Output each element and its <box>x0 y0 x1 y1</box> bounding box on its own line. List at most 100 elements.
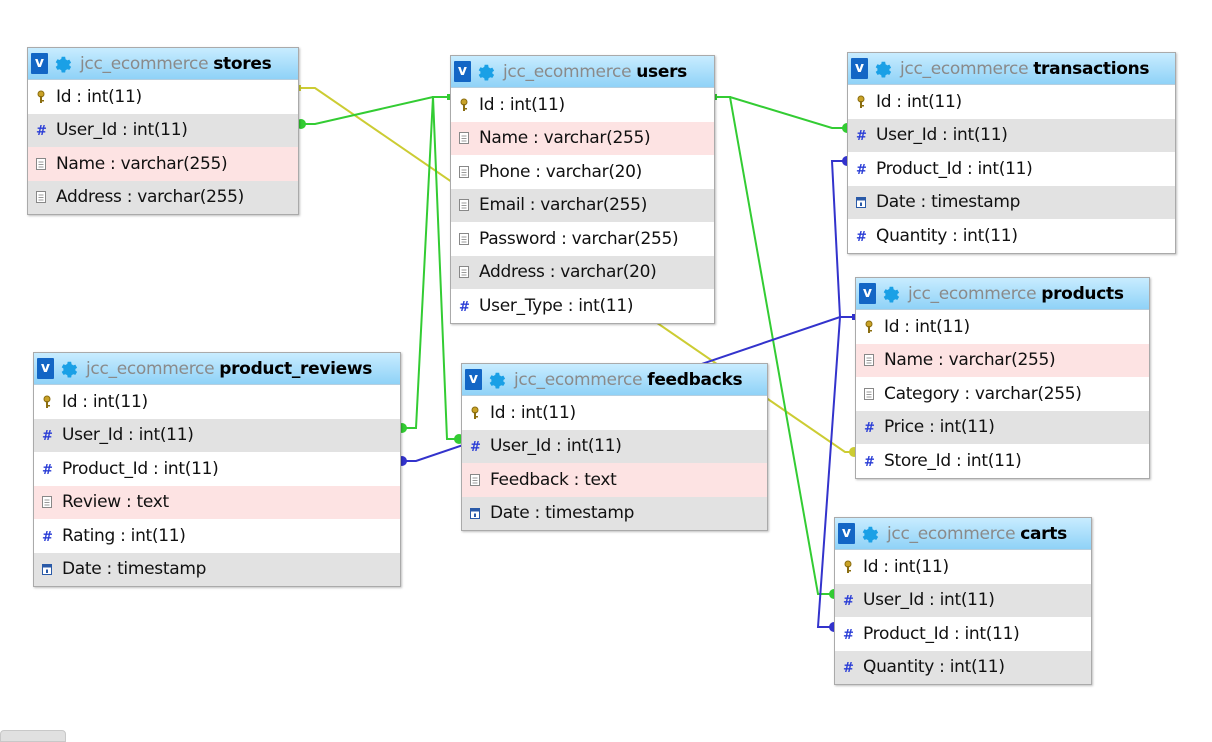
column-row[interactable]: #Store_Id : int(11) <box>856 444 1149 478</box>
table-header[interactable]: v jcc_ecommerce transactions <box>848 53 1175 85</box>
table-name[interactable]: stores <box>213 53 272 74</box>
toggle-columns-button[interactable]: v <box>31 53 48 74</box>
svg-text:#: # <box>470 440 481 453</box>
column-row[interactable]: #User_Type : int(11) <box>451 289 714 323</box>
column-label: Store_Id : int(11) <box>884 450 1022 471</box>
gear-icon[interactable] <box>880 284 902 304</box>
key-icon <box>458 98 470 112</box>
column-label: Category : varchar(255) <box>884 383 1082 404</box>
column-row[interactable]: Date : timestamp <box>462 496 767 530</box>
column-label: Price : int(11) <box>884 417 995 438</box>
column-row[interactable]: #User_Id : int(11) <box>462 429 767 463</box>
column-row[interactable]: Id : int(11) <box>462 396 767 430</box>
text-icon <box>458 232 470 246</box>
column-row[interactable]: Id : int(11) <box>451 88 714 122</box>
table-header[interactable]: v jcc_ecommerce feedbacks <box>462 364 767 396</box>
toggle-columns-button[interactable]: v <box>851 58 868 79</box>
column-row[interactable]: Address : varchar(255) <box>28 180 298 214</box>
column-row[interactable]: Phone : varchar(20) <box>451 155 714 189</box>
column-row[interactable]: Review : text <box>34 485 400 519</box>
column-label: Rating : int(11) <box>62 525 186 546</box>
table-stores[interactable]: v jcc_ecommerce stores Id : int(11) #Use… <box>27 47 299 215</box>
column-label: Feedback : text <box>490 469 617 490</box>
text-icon <box>41 495 53 509</box>
column-row[interactable]: Id : int(11) <box>856 310 1149 344</box>
table-name[interactable]: users <box>636 61 687 82</box>
column-row[interactable]: Name : varchar(255) <box>451 121 714 155</box>
table-header[interactable]: v jcc_ecommerce stores <box>28 48 298 80</box>
column-row[interactable]: Name : varchar(255) <box>28 147 298 181</box>
table-name[interactable]: transactions <box>1033 58 1150 79</box>
column-row[interactable]: Id : int(11) <box>835 550 1091 584</box>
column-row[interactable]: #User_Id : int(11) <box>835 583 1091 617</box>
gear-icon[interactable] <box>58 359 80 379</box>
toggle-columns-button[interactable]: v <box>859 283 876 304</box>
hash-icon: # <box>41 428 53 442</box>
column-row[interactable]: #Price : int(11) <box>856 410 1149 444</box>
column-label: User_Id : int(11) <box>56 120 188 141</box>
table-carts[interactable]: v jcc_ecommerce carts Id : int(11) #User… <box>834 517 1092 685</box>
column-label: Product_Id : int(11) <box>876 158 1033 179</box>
table-feedbacks[interactable]: v jcc_ecommerce feedbacks Id : int(11) #… <box>461 363 768 531</box>
table-header[interactable]: v jcc_ecommerce users <box>451 56 714 88</box>
column-row[interactable]: Date : timestamp <box>848 185 1175 219</box>
svg-text:#: # <box>843 628 854 641</box>
panel-toggle-handle[interactable] <box>0 730 66 742</box>
table-name[interactable]: products <box>1041 283 1124 304</box>
table-name[interactable]: carts <box>1020 523 1067 544</box>
column-row[interactable]: Date : timestamp <box>34 552 400 586</box>
table-header[interactable]: v jcc_ecommerce product_reviews <box>34 353 400 385</box>
key-icon <box>855 95 867 109</box>
column-row[interactable]: Id : int(11) <box>28 80 298 114</box>
text-icon <box>35 157 47 171</box>
column-row[interactable]: #Product_Id : int(11) <box>848 152 1175 186</box>
table-header[interactable]: v jcc_ecommerce carts <box>835 518 1091 550</box>
gear-icon[interactable] <box>475 62 497 82</box>
column-row[interactable]: Id : int(11) <box>34 385 400 419</box>
column-label: Date : timestamp <box>876 192 1021 213</box>
table-products[interactable]: v jcc_ecommerce products Id : int(11) Na… <box>855 277 1150 479</box>
toggle-columns-button[interactable]: v <box>465 369 482 390</box>
column-row[interactable]: #Quantity : int(11) <box>848 219 1175 253</box>
database-name: jcc_ecommerce <box>514 369 643 390</box>
gear-icon[interactable] <box>52 54 74 74</box>
table-transactions[interactable]: v jcc_ecommerce transactions Id : int(11… <box>847 52 1176 254</box>
toggle-columns-button[interactable]: v <box>37 358 54 379</box>
svg-text:#: # <box>843 594 854 607</box>
toggle-columns-button[interactable]: v <box>838 523 855 544</box>
table-header[interactable]: v jcc_ecommerce products <box>856 278 1149 310</box>
gear-icon[interactable] <box>859 524 881 544</box>
column-row[interactable]: Email : varchar(255) <box>451 188 714 222</box>
column-row[interactable]: #User_Id : int(11) <box>34 418 400 452</box>
column-row[interactable]: Password : varchar(255) <box>451 222 714 256</box>
column-label: Address : varchar(255) <box>56 187 244 208</box>
column-label: Name : varchar(255) <box>884 350 1056 371</box>
gear-icon[interactable] <box>486 370 508 390</box>
table-users[interactable]: v jcc_ecommerce users Id : int(11) Name … <box>450 55 715 324</box>
column-row[interactable]: #User_Id : int(11) <box>28 113 298 147</box>
relation-line-stores-user-users <box>300 96 450 125</box>
column-row[interactable]: #Quantity : int(11) <box>835 650 1091 684</box>
column-row[interactable]: Address : varchar(20) <box>451 255 714 289</box>
column-row[interactable]: Id : int(11) <box>848 85 1175 119</box>
database-name: jcc_ecommerce <box>900 58 1029 79</box>
column-row[interactable]: Feedback : text <box>462 463 767 497</box>
column-row[interactable]: #Rating : int(11) <box>34 519 400 553</box>
column-row[interactable]: #Product_Id : int(11) <box>34 452 400 486</box>
text-icon <box>469 473 481 487</box>
column-row[interactable]: Name : varchar(255) <box>856 343 1149 377</box>
key-icon <box>842 560 854 574</box>
column-row[interactable]: #User_Id : int(11) <box>848 118 1175 152</box>
svg-text:#: # <box>42 463 53 476</box>
column-label: Email : varchar(255) <box>479 195 648 216</box>
key-icon <box>863 320 875 334</box>
key-icon <box>469 406 481 420</box>
column-row[interactable]: Category : varchar(255) <box>856 377 1149 411</box>
toggle-columns-button[interactable]: v <box>454 61 471 82</box>
table-name[interactable]: product_reviews <box>219 358 373 379</box>
column-label: User_Id : int(11) <box>876 125 1008 146</box>
table-product-reviews[interactable]: v jcc_ecommerce product_reviews Id : int… <box>33 352 401 587</box>
column-row[interactable]: #Product_Id : int(11) <box>835 617 1091 651</box>
table-name[interactable]: feedbacks <box>647 369 743 390</box>
gear-icon[interactable] <box>872 59 894 79</box>
